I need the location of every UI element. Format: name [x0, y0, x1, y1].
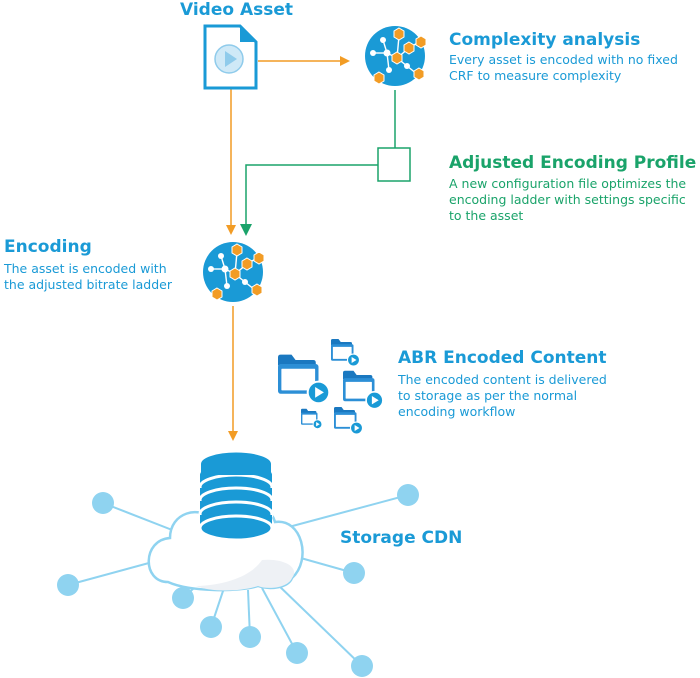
- complexity-analysis-hub-icon: [364, 25, 427, 87]
- adjusted-encoding-profile-title: Adjusted Encoding Profile: [449, 153, 697, 173]
- abr-encoded-content-title: ABR Encoded Content: [398, 348, 607, 368]
- storage-cdn-title: Storage CDN: [340, 528, 463, 548]
- abr-folders-icon: [276, 338, 384, 435]
- cdn-node-dots: [57, 484, 419, 677]
- adjusted-encoding-profile-desc: A new configuration file optimizes the e…: [449, 176, 686, 224]
- video-file-icon: [203, 24, 258, 90]
- abr-encoded-content-desc-line: encoding workflow: [398, 404, 516, 419]
- encoding-desc-line: the adjusted bitrate ladder: [4, 277, 172, 292]
- encoding-title: Encoding: [4, 237, 92, 257]
- complexity-analysis-desc-line: Every asset is encoded with no fixed: [449, 52, 678, 67]
- video-asset-title: Video Asset: [180, 0, 294, 20]
- complexity-analysis-desc-line: CRF to measure complexity: [449, 68, 622, 83]
- abr-encoded-content-desc: The encoded content is delivered to stor…: [398, 372, 607, 420]
- encoding-desc: The asset is encoded with the adjusted b…: [4, 261, 172, 293]
- config-box-icon: [377, 147, 411, 182]
- abr-encoded-content-desc-line: The encoded content is delivered: [398, 372, 607, 387]
- adjusted-encoding-profile-desc-line: A new configuration file optimizes the: [449, 176, 687, 191]
- adjusted-encoding-profile-desc-line: encoding ladder with settings specific: [449, 192, 686, 207]
- database-icon: [198, 449, 274, 542]
- encoding-desc-line: The asset is encoded with: [4, 261, 167, 276]
- abr-encoded-content-desc-line: to storage as per the normal: [398, 388, 578, 403]
- complexity-analysis-title: Complexity analysis: [449, 30, 641, 50]
- complexity-analysis-desc: Every asset is encoded with no fixed CRF…: [449, 52, 678, 84]
- profile-to-encoding-arrow: [240, 164, 378, 236]
- encoding-hub-icon: [202, 241, 265, 303]
- adjusted-encoding-profile-desc-line: to the asset: [449, 208, 524, 223]
